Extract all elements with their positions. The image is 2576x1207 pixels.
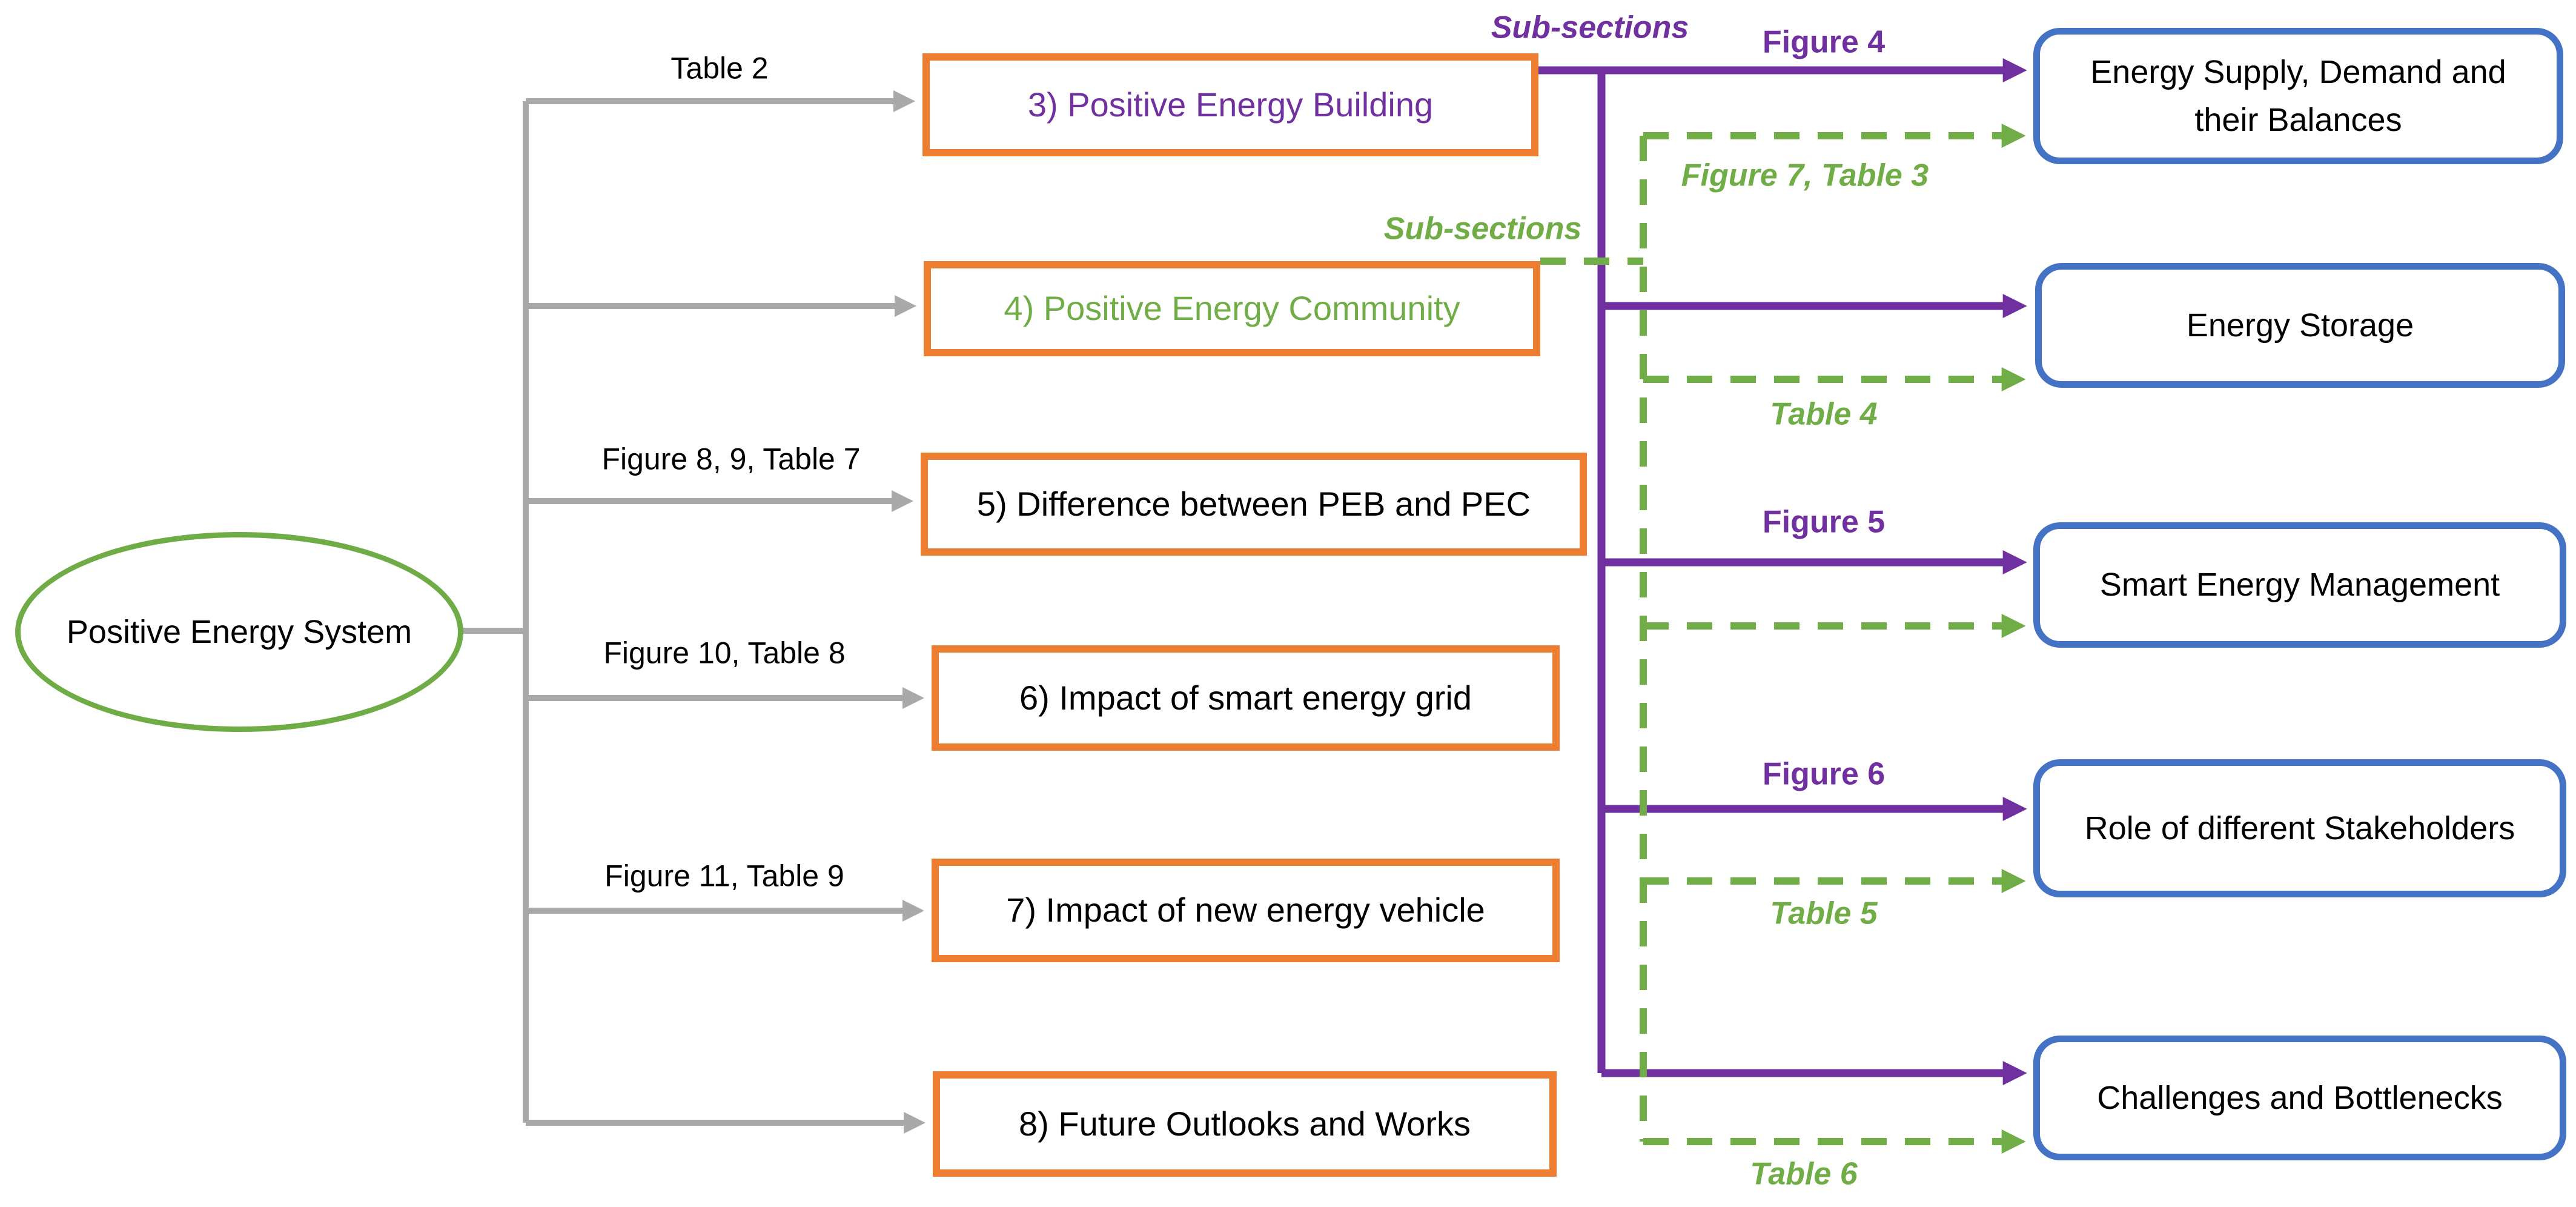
subsection-label: Energy Supply, Demand and their Balances xyxy=(2090,54,2506,138)
section-box-future-outlooks: 8) Future Outlooks and Works xyxy=(933,1071,1557,1177)
subsection-label: Energy Storage xyxy=(2186,307,2414,344)
edge-label-table-5: Table 5 xyxy=(1770,896,1878,931)
green-subsections-label: Sub-sections xyxy=(1383,211,1582,247)
gray-tree xyxy=(462,90,925,1134)
subsection-box-role-of-stakeholders: Role of different Stakeholders xyxy=(2033,759,2566,897)
subsection-label: Smart Energy Management xyxy=(2099,567,2500,604)
edge-label-figure-4: Figure 4 xyxy=(1762,24,1886,60)
section-box-new-energy-vehicle: 7) Impact of new energy vehicle xyxy=(932,859,1560,962)
green-links xyxy=(1540,124,2026,1154)
edge-label-table-4: Table 4 xyxy=(1770,396,1878,432)
section-label: 3) Positive Energy Building xyxy=(1027,85,1434,124)
edge-label-table-2: Table 2 xyxy=(670,51,769,85)
section-label: 4) Positive Energy Community xyxy=(1004,289,1460,328)
edge-label-figure-8-9-table-7: Figure 8, 9, Table 7 xyxy=(601,442,861,476)
subsection-label: Challenges and Bottlenecks xyxy=(2097,1079,2503,1116)
edge-label-table-6: Table 6 xyxy=(1750,1156,1858,1192)
edge-label-figure-10-table-8: Figure 10, Table 8 xyxy=(603,636,846,670)
subsection-box-smart-energy-management: Smart Energy Management xyxy=(2033,522,2566,648)
root-node-positive-energy-system: Positive Energy System xyxy=(15,532,463,732)
section-box-difference-peb-pec: 5) Difference between PEB and PEC xyxy=(921,453,1587,556)
purple-links xyxy=(1538,58,2027,1085)
subsection-label: Role of different Stakeholders xyxy=(2084,810,2515,846)
edge-label-figure-6: Figure 6 xyxy=(1762,756,1886,792)
edge-label-figure-7-table-3: Figure 7, Table 3 xyxy=(1681,158,1929,193)
edge-label-figure-11-table-9: Figure 11, Table 9 xyxy=(604,859,844,893)
section-label: 5) Difference between PEB and PEC xyxy=(976,484,1531,523)
edge-label-figure-5: Figure 5 xyxy=(1762,504,1886,540)
section-box-positive-energy-building: 3) Positive Energy Building xyxy=(922,53,1538,156)
section-label: 8) Future Outlooks and Works xyxy=(1019,1104,1471,1143)
subsection-box-challenges-bottlenecks: Challenges and Bottlenecks xyxy=(2033,1036,2566,1160)
section-box-smart-energy-grid: 6) Impact of smart energy grid xyxy=(932,645,1560,751)
section-box-positive-energy-community: 4) Positive Energy Community xyxy=(924,261,1540,356)
root-label: Positive Energy System xyxy=(66,613,412,650)
subsection-box-energy-supply-demand: Energy Supply, Demand and their Balances xyxy=(2033,28,2563,164)
section-label: 6) Impact of smart energy grid xyxy=(1019,678,1472,717)
section-label: 7) Impact of new energy vehicle xyxy=(1006,891,1485,929)
subsection-box-energy-storage: Energy Storage xyxy=(2035,263,2565,388)
purple-subsections-label: Sub-sections xyxy=(1491,10,1689,45)
